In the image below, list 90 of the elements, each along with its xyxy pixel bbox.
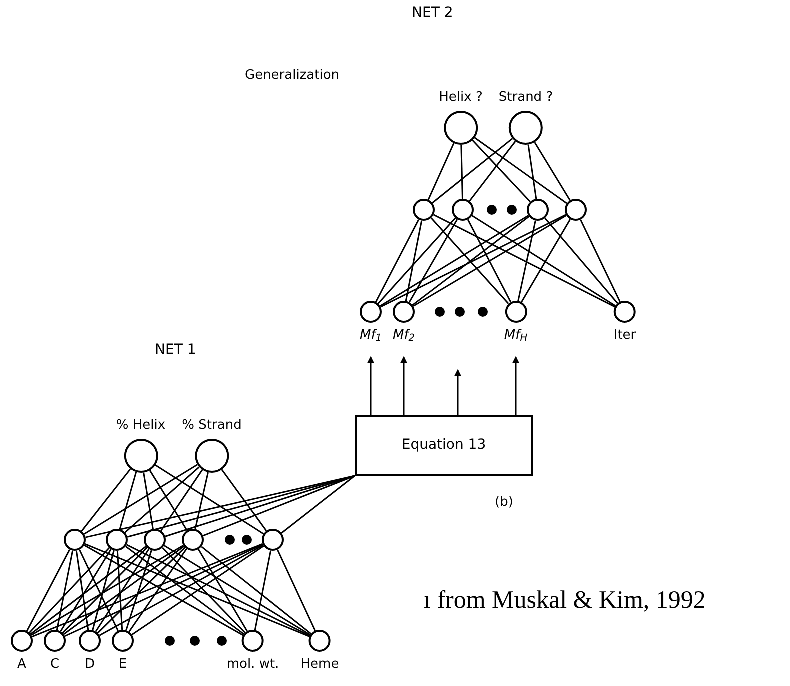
arrow xyxy=(454,369,462,415)
connection-line xyxy=(60,548,112,632)
connection-line xyxy=(126,550,152,631)
connection-line xyxy=(81,468,132,532)
connection-line xyxy=(375,219,420,303)
connection-line xyxy=(528,144,538,200)
connection-line xyxy=(62,547,148,634)
connection-line xyxy=(534,142,571,201)
connection-line xyxy=(198,549,248,632)
diagram-label: Generalization xyxy=(245,67,340,85)
node-label: E xyxy=(118,656,128,674)
connection-line xyxy=(127,475,356,538)
connection-line xyxy=(79,550,119,632)
connection-line xyxy=(378,218,456,304)
connection-line xyxy=(469,141,516,202)
connection-line xyxy=(544,218,618,304)
connection-line xyxy=(474,137,568,204)
connection-line xyxy=(430,218,510,304)
connection-line xyxy=(580,220,621,302)
connection-line xyxy=(149,470,188,532)
box-label: Equation 13 xyxy=(402,436,486,455)
connection-line xyxy=(467,219,512,303)
connection-line xyxy=(281,475,356,534)
connection-line xyxy=(76,550,90,630)
node-label: C xyxy=(50,656,60,674)
connection-line xyxy=(128,548,188,632)
node-label: Mf$_{1}$ xyxy=(360,327,382,345)
connection-line xyxy=(125,546,245,636)
connection-line xyxy=(201,546,312,635)
connection-line xyxy=(276,550,316,632)
arrow xyxy=(400,356,408,415)
connection-line xyxy=(162,547,246,634)
connection-line xyxy=(32,543,264,638)
connection-line xyxy=(472,140,532,202)
connection-line xyxy=(84,544,310,638)
node-label: % Strand xyxy=(182,417,242,435)
connection-line xyxy=(460,144,464,200)
node-label: Helix ? xyxy=(439,89,483,107)
connection-line xyxy=(221,469,268,532)
node-label: Mf$_{H}$ xyxy=(504,327,528,345)
node-label: Mf$_{2}$ xyxy=(393,327,415,345)
connection-line xyxy=(380,214,566,308)
connection-line xyxy=(30,546,147,635)
connection-line xyxy=(86,475,356,538)
connection-line xyxy=(380,215,529,307)
citation-text: ı from Muskal & Kim, 1992 xyxy=(424,586,706,616)
arrow xyxy=(512,356,520,415)
node-label: Heme xyxy=(300,656,340,674)
connection-line xyxy=(428,143,455,200)
connection-line xyxy=(26,549,71,632)
connection-line xyxy=(413,214,567,308)
connection-line xyxy=(84,544,244,636)
connection-line xyxy=(518,220,536,302)
connection-line xyxy=(64,544,264,638)
connection-line xyxy=(56,550,74,630)
node-label: % Helix xyxy=(116,417,166,435)
connection-line xyxy=(97,547,186,634)
node-label: A xyxy=(18,656,26,674)
node-label: D xyxy=(84,656,95,674)
connection-line xyxy=(405,220,423,302)
diagram-label: NET 2 xyxy=(412,4,454,23)
node-label: mol. wt. xyxy=(226,656,280,674)
arrow xyxy=(368,356,374,415)
connection-line xyxy=(95,548,150,632)
connection-line xyxy=(433,214,616,308)
node-label: Strand ? xyxy=(498,89,554,107)
connection-line xyxy=(92,550,115,631)
connection-line xyxy=(116,550,124,630)
connection-line xyxy=(165,475,356,538)
connection-line xyxy=(132,546,264,636)
connection-line xyxy=(119,472,138,530)
connection-line xyxy=(154,464,264,535)
connection-line xyxy=(126,544,310,637)
connection-line xyxy=(143,472,154,530)
process-box xyxy=(355,415,533,476)
connection-line xyxy=(124,466,200,534)
connection-line xyxy=(408,219,458,303)
diagram-label: (b) xyxy=(495,494,514,512)
connection-line xyxy=(412,216,530,306)
connection-line xyxy=(202,475,356,537)
connection-line xyxy=(28,548,110,634)
diagram-label: NET 1 xyxy=(155,341,196,360)
connection-line xyxy=(31,544,184,636)
connection-line xyxy=(99,544,264,636)
connection-line xyxy=(194,472,209,530)
connection-line xyxy=(254,550,272,630)
connection-line xyxy=(520,219,572,303)
node-label: Iter xyxy=(614,327,636,345)
connection-line xyxy=(432,138,514,204)
connection-line xyxy=(160,470,204,532)
